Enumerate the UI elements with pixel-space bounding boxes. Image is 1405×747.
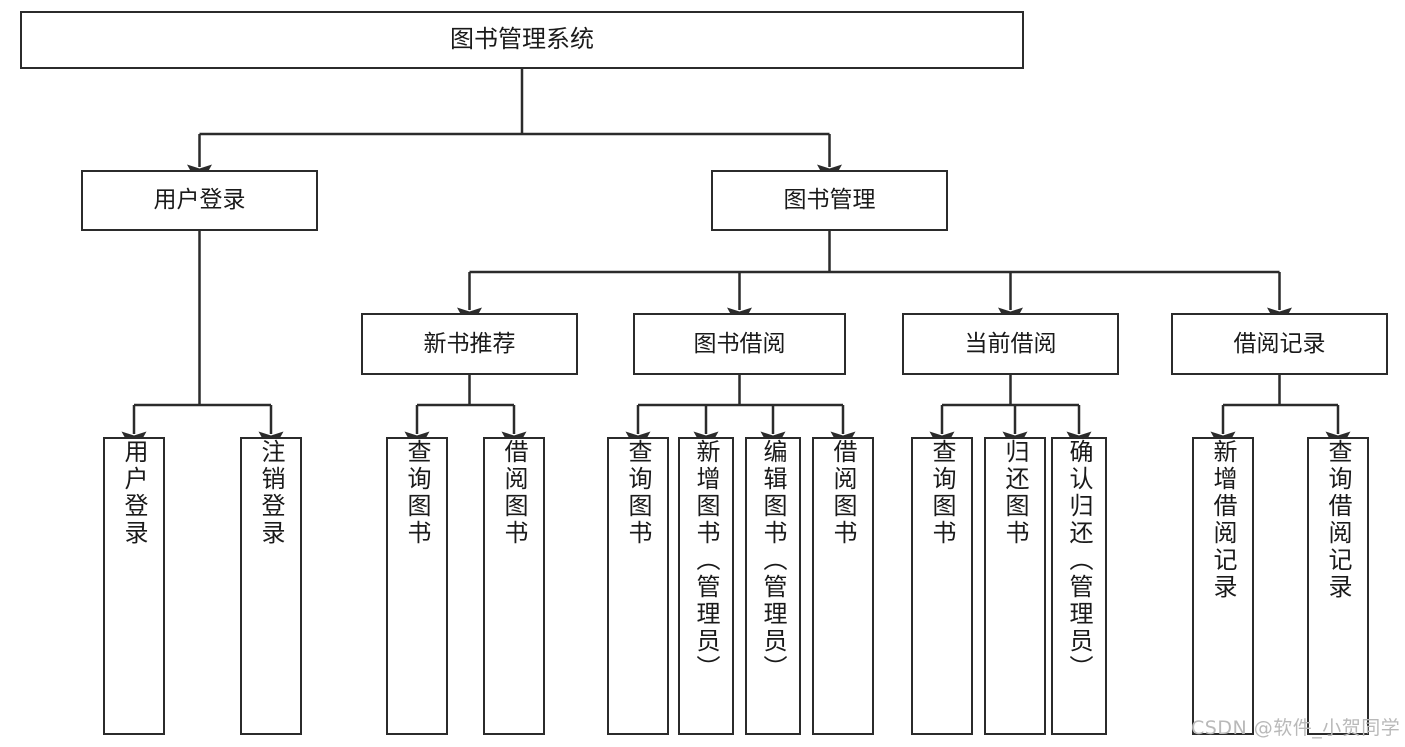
node-label-leaf-q-book-3: 查询图书: [928, 439, 956, 547]
node-leaf-conf-ret[interactable]: 确认归还（管理员）: [1051, 437, 1107, 735]
node-new-book-rec[interactable]: 新书推荐: [361, 313, 578, 375]
node-label-new-book-rec: 新书推荐: [423, 330, 516, 357]
node-leaf-b-book-2[interactable]: 借阅图书: [812, 437, 874, 735]
node-leaf-ret-book[interactable]: 归还图书: [984, 437, 1046, 735]
node-label-user-login: 用户登录: [153, 187, 246, 214]
node-leaf-q-book-3[interactable]: 查询图书: [911, 437, 973, 735]
node-label-leaf-b-book-2: 借阅图书: [829, 439, 857, 547]
csdn-watermark: CSDN @软件_小贺同学: [1191, 717, 1401, 739]
node-book-manage[interactable]: 图书管理: [711, 170, 948, 231]
node-user-login[interactable]: 用户登录: [81, 170, 318, 231]
node-label-borrow-record: 借阅记录: [1233, 330, 1326, 357]
node-leaf-q-rec[interactable]: 查询借阅记录: [1307, 437, 1369, 735]
node-label-leaf-q-book-1: 查询图书: [403, 439, 431, 547]
node-label-leaf-q-book-2: 查询图书: [624, 439, 652, 547]
node-leaf-q-book-2[interactable]: 查询图书: [607, 437, 669, 735]
node-label-leaf-add-rec: 新增借阅记录: [1209, 439, 1237, 601]
node-leaf-login[interactable]: 用户登录: [103, 437, 165, 735]
node-leaf-add-book[interactable]: 新增图书（管理员）: [678, 437, 734, 735]
node-leaf-edit-book[interactable]: 编辑图书（管理员）: [745, 437, 801, 735]
node-current-borrow[interactable]: 当前借阅: [902, 313, 1119, 375]
node-borrow-record[interactable]: 借阅记录: [1171, 313, 1388, 375]
node-label-book-manage: 图书管理: [783, 187, 876, 214]
node-label-leaf-ret-book: 归还图书: [1001, 439, 1029, 547]
node-book-borrow[interactable]: 图书借阅: [633, 313, 846, 375]
node-root[interactable]: 图书管理系统: [20, 11, 1024, 69]
node-leaf-logout[interactable]: 注销登录: [240, 437, 302, 735]
node-label-leaf-add-book: 新增图书（管理员）: [692, 439, 720, 682]
node-label-leaf-login: 用户登录: [120, 439, 148, 547]
node-label-leaf-edit-book: 编辑图书（管理员）: [759, 439, 787, 682]
node-label-leaf-logout: 注销登录: [257, 439, 285, 547]
node-leaf-add-rec[interactable]: 新增借阅记录: [1192, 437, 1254, 735]
node-leaf-b-book-1[interactable]: 借阅图书: [483, 437, 545, 735]
node-label-leaf-q-rec: 查询借阅记录: [1324, 439, 1352, 601]
node-leaf-q-book-1[interactable]: 查询图书: [386, 437, 448, 735]
node-label-current-borrow: 当前借阅: [964, 330, 1057, 357]
node-label-leaf-b-book-1: 借阅图书: [500, 439, 528, 547]
node-label-leaf-conf-ret: 确认归还（管理员）: [1065, 439, 1093, 682]
node-label-book-borrow: 图书借阅: [693, 330, 786, 357]
node-label-root: 图书管理系统: [450, 25, 594, 54]
